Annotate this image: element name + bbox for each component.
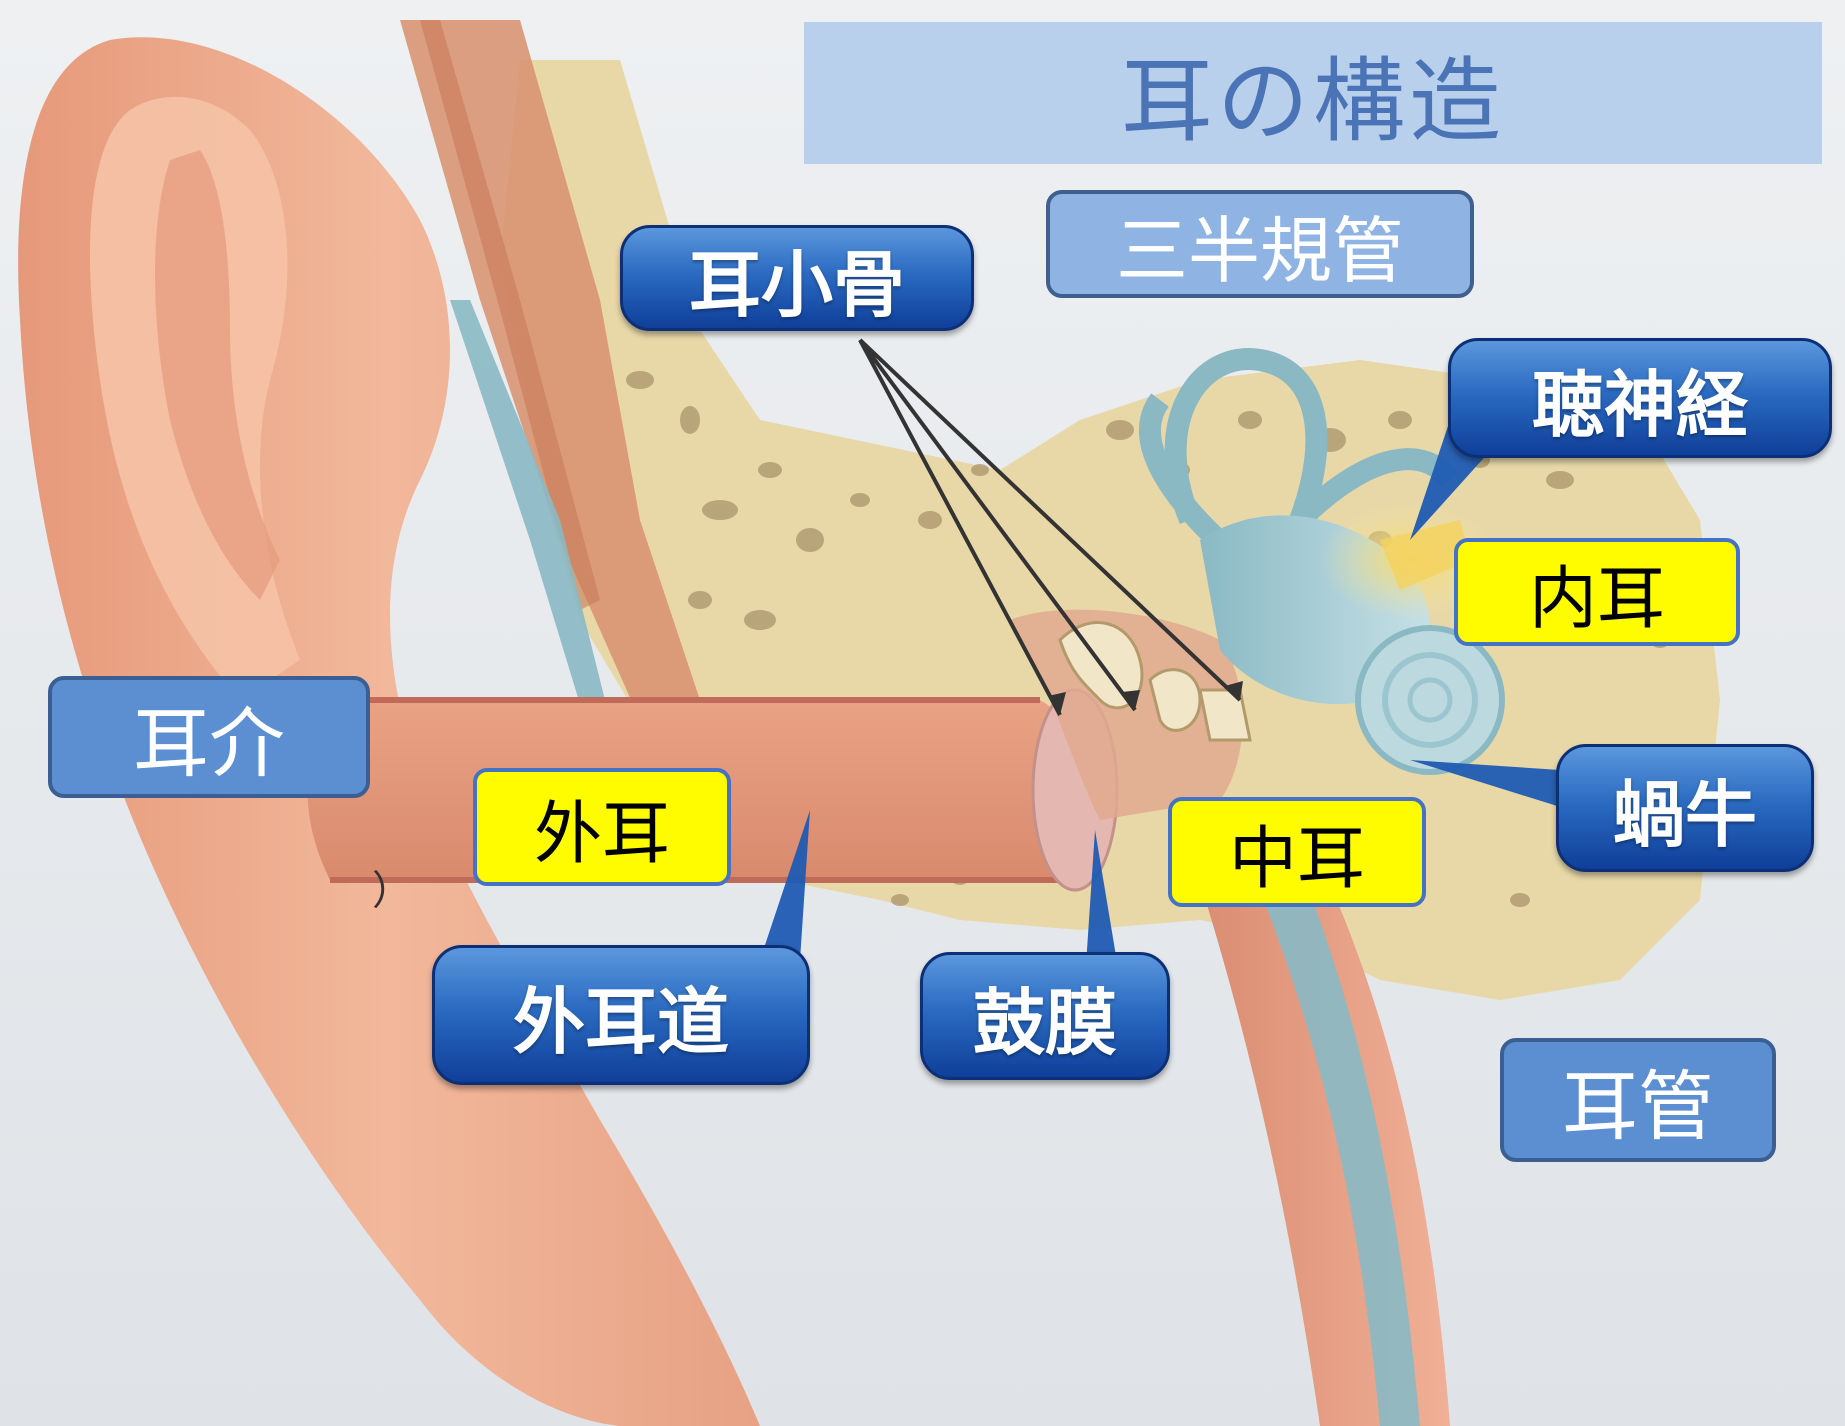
label-cochlea: 蝸牛 (1556, 744, 1814, 872)
label-eustachian-tube: 耳管 (1500, 1038, 1776, 1162)
label-ossicles: 耳小骨 (620, 225, 974, 331)
stray-mark: ） (372, 858, 412, 916)
title-bar: 耳の構造 (804, 22, 1822, 164)
label-semicircular-canals: 三半規管 (1046, 190, 1474, 298)
page-title: 耳の構造 (1121, 27, 1505, 160)
label-inner-ear: 内耳 (1454, 538, 1740, 646)
cochlea-shape (1358, 628, 1502, 772)
label-auricle: 耳介 (48, 676, 370, 798)
label-middle-ear: 中耳 (1168, 797, 1426, 907)
label-auditory-nerve: 聴神経 (1448, 338, 1832, 458)
label-outer-ear: 外耳 (473, 768, 731, 886)
label-eardrum: 鼓膜 (920, 952, 1170, 1080)
label-ear-canal: 外耳道 (432, 945, 810, 1085)
